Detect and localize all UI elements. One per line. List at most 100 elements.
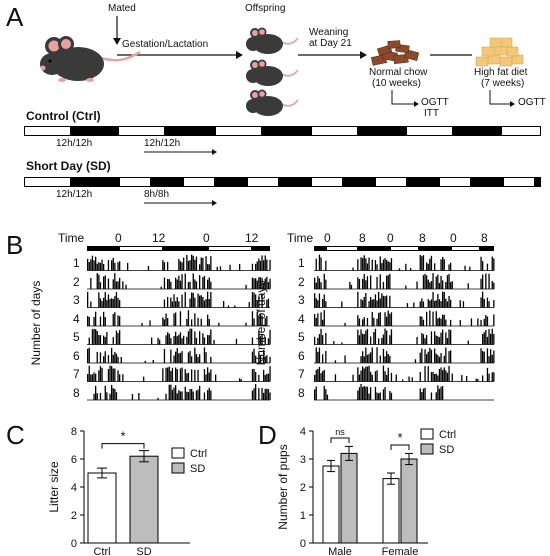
actogram-bar bbox=[184, 273, 186, 289]
actogram-bar bbox=[127, 262, 129, 271]
actogram-bar bbox=[269, 392, 271, 400]
actogram-bar bbox=[448, 365, 450, 382]
actogram-bar bbox=[384, 312, 386, 326]
actogram-bar bbox=[382, 281, 385, 289]
actogram-bar bbox=[419, 254, 421, 271]
actogram-bar bbox=[117, 297, 119, 308]
actogram-bar bbox=[443, 314, 445, 326]
offspring-label: Offspring bbox=[245, 3, 286, 14]
actogram-bar bbox=[194, 259, 196, 271]
actogram-bar bbox=[175, 367, 177, 382]
chow-label-1: Normal chow bbox=[369, 67, 428, 78]
actogram-bar bbox=[362, 386, 364, 400]
d-sig-bracket bbox=[390, 444, 410, 450]
actogram-bar bbox=[175, 301, 177, 308]
actogram-bar bbox=[258, 374, 260, 382]
actogram-bar bbox=[459, 320, 461, 326]
actogram-bar bbox=[427, 351, 429, 363]
actogram-bar bbox=[387, 275, 389, 289]
actogram-bar bbox=[167, 261, 169, 271]
actogram-bar bbox=[259, 314, 262, 326]
actogram-bar bbox=[376, 264, 378, 271]
actogram-bar bbox=[266, 355, 268, 363]
actogram-bar bbox=[480, 256, 482, 271]
actogram-bar bbox=[104, 385, 106, 400]
actogram-bar bbox=[112, 368, 114, 382]
actogram-bar bbox=[413, 302, 415, 308]
actogram-bar bbox=[179, 280, 182, 289]
actogram-bar bbox=[267, 282, 270, 289]
actogram-bar bbox=[101, 259, 103, 271]
actogram-bar bbox=[194, 297, 196, 308]
actogram-bar bbox=[438, 317, 441, 326]
left-tick-12b: 12 bbox=[245, 231, 259, 245]
actogram-bar bbox=[165, 335, 167, 345]
actogram-bar bbox=[368, 354, 370, 363]
actogram-bar bbox=[195, 256, 198, 271]
actogram-bar bbox=[360, 370, 362, 382]
actogram-bar bbox=[251, 263, 254, 271]
actogram-bar bbox=[376, 370, 378, 382]
actogram-bar bbox=[317, 351, 319, 363]
actogram-bar bbox=[186, 254, 188, 271]
actogram-bar bbox=[205, 299, 207, 308]
c-y-tick-label: 2 bbox=[71, 510, 77, 522]
actogram-bar bbox=[157, 337, 159, 345]
actogram-bar bbox=[163, 319, 166, 326]
actogram-bar bbox=[191, 254, 193, 271]
actogram-bar bbox=[360, 384, 362, 400]
actogram-bar bbox=[438, 282, 441, 289]
actogram-bar bbox=[408, 376, 410, 382]
d-legend-swatch bbox=[420, 428, 434, 440]
actogram-bar bbox=[178, 301, 180, 308]
actogram-bar bbox=[437, 355, 439, 363]
actogram-bar bbox=[370, 352, 372, 363]
actogram-bar bbox=[88, 347, 90, 363]
actogram-bar bbox=[443, 292, 445, 308]
actogram-bar bbox=[450, 319, 452, 326]
c-sig-bracket bbox=[101, 443, 145, 449]
actogram-bar bbox=[253, 348, 255, 363]
left-tick-12a: 12 bbox=[152, 231, 166, 245]
actogram-bar bbox=[88, 365, 90, 382]
actogram-bar bbox=[176, 336, 178, 345]
actogram-bar bbox=[96, 351, 98, 363]
actogram-bar bbox=[387, 310, 389, 326]
actogram-bar bbox=[267, 373, 270, 382]
d-y-tick-label: 1 bbox=[300, 510, 306, 522]
actogram-bar bbox=[195, 281, 198, 289]
actogram-bar bbox=[176, 279, 178, 289]
actogram-bar bbox=[170, 370, 172, 382]
actogram-bar bbox=[183, 257, 185, 271]
actogram-bar bbox=[382, 389, 385, 400]
actogram-bar bbox=[239, 263, 241, 271]
control-title: Control (Ctrl) bbox=[26, 109, 101, 123]
actogram-bar bbox=[421, 256, 423, 271]
actogram-bar bbox=[96, 330, 98, 345]
actogram-bar bbox=[109, 365, 111, 382]
actogram-bar bbox=[317, 337, 319, 345]
actogram-bar bbox=[448, 351, 450, 363]
actogram-bar bbox=[493, 333, 495, 345]
actogram-bar bbox=[253, 318, 255, 326]
actogram-bar bbox=[173, 355, 175, 363]
day-label: 8 bbox=[73, 385, 80, 400]
control-label-1: 12h/12h bbox=[56, 138, 93, 149]
actogram-bar bbox=[90, 374, 92, 382]
actogram-bar bbox=[432, 273, 434, 289]
actogram-bar bbox=[320, 328, 322, 345]
actogram-bar bbox=[419, 301, 421, 308]
actogram-bar bbox=[424, 338, 426, 345]
actogram-bar bbox=[317, 276, 319, 289]
actogram-bar bbox=[258, 330, 260, 345]
actogram-bar bbox=[261, 293, 263, 308]
actogram-bar bbox=[318, 366, 321, 382]
actogram-bar bbox=[445, 347, 447, 363]
actogram-bar bbox=[325, 350, 327, 363]
actogram-bar bbox=[87, 316, 89, 326]
c-bar-ctrl bbox=[87, 472, 117, 544]
actogram-bar bbox=[434, 300, 436, 308]
day-label: 5 bbox=[73, 330, 80, 344]
actogram-bar bbox=[251, 369, 254, 382]
